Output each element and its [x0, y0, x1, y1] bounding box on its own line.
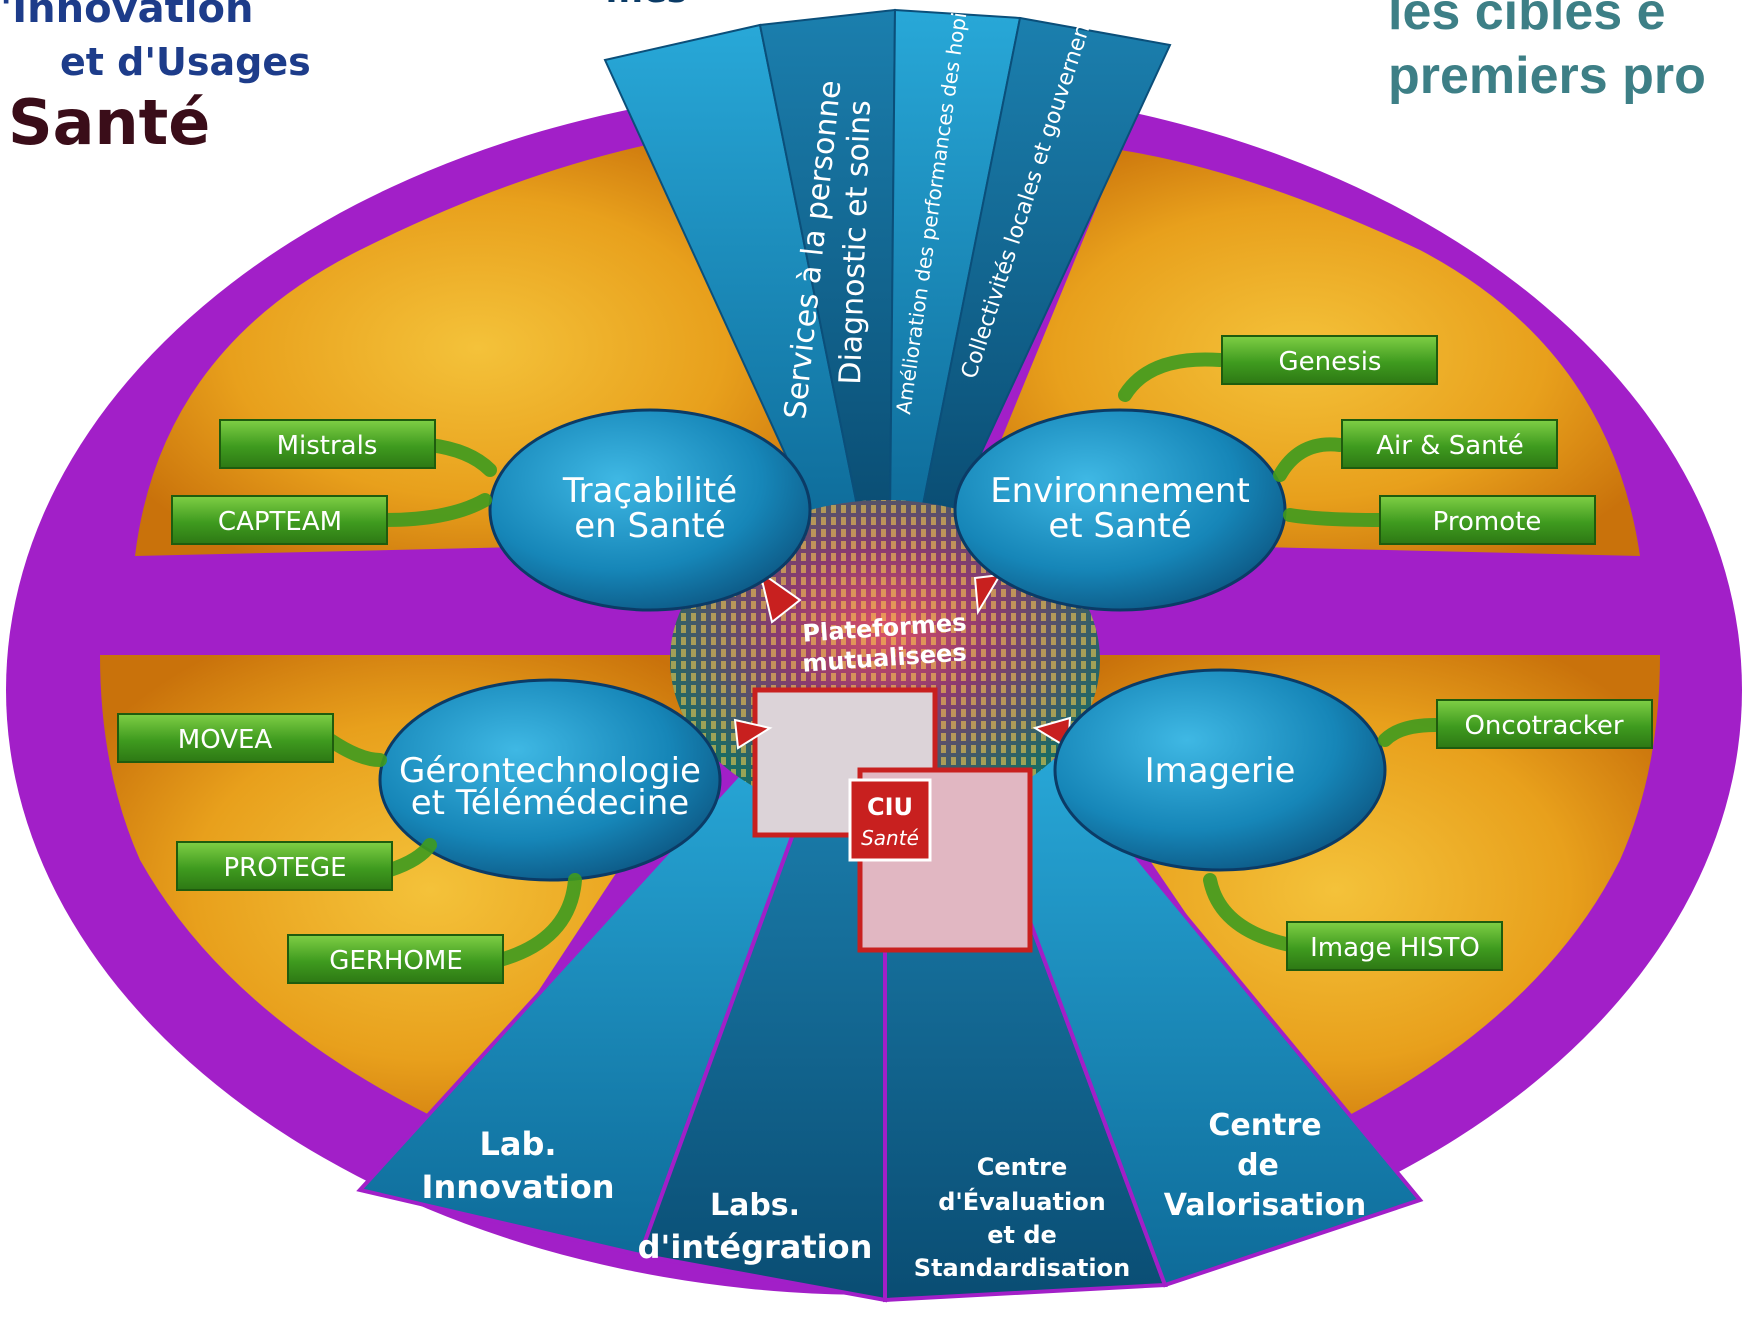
logo-line-3: Santé	[8, 86, 211, 159]
lab-label: d'Évaluation	[938, 1187, 1106, 1216]
lab-label: Valorisation	[1164, 1188, 1367, 1223]
project-box-genesis	[1221, 335, 1438, 385]
lab-label: Standardisation	[914, 1254, 1130, 1282]
project-box-mistrals	[219, 419, 436, 469]
project-label: MOVEA	[178, 725, 273, 755]
connectors	[323, 352, 1442, 967]
logo-line-1: 'Innovation	[0, 0, 254, 32]
lab-label: Labs.	[710, 1188, 800, 1223]
connector	[1273, 437, 1347, 482]
hub-label: Imagerie	[1145, 751, 1296, 791]
logo: 'Innovation et d'Usages Santé	[0, 0, 311, 170]
project-label: Image HISTO	[1310, 933, 1480, 963]
connector	[423, 438, 497, 477]
project-label: Genesis	[1279, 347, 1382, 377]
connector	[493, 873, 582, 967]
lab-label: Centre	[1208, 1108, 1321, 1143]
hub-label: en Santé	[574, 506, 726, 546]
ciu-badge	[848, 778, 932, 862]
connector	[378, 493, 492, 527]
project-box-movea	[117, 713, 334, 763]
headline-line-1: les cibles e	[1388, 0, 1666, 41]
project-label: Mistrals	[277, 431, 378, 461]
project-box-gerhome	[287, 934, 504, 984]
lab-label: et de	[987, 1221, 1057, 1249]
ciu-badge-text: CIU	[867, 793, 913, 821]
project-box-oncotracker	[1436, 699, 1653, 749]
project-box-image-histo	[1286, 921, 1503, 971]
connector	[383, 838, 437, 877]
lab-label: d'intégration	[638, 1228, 873, 1266]
hub-label: Environnement	[990, 471, 1250, 511]
arrow-icon	[733, 718, 773, 750]
connector	[1118, 352, 1227, 402]
hub-label: et Télémédecine	[411, 783, 689, 823]
hub-geronto	[378, 678, 722, 882]
project-label: GERHOME	[329, 946, 463, 976]
hubs: Traçabilité en Santé Environnement et Sa…	[378, 408, 1387, 882]
hub-environnement	[953, 408, 1287, 612]
page-headline: les cibles e premiers pro	[1388, 0, 1748, 108]
project-boxes: Mistrals CAPTEAM Genesis Air & Santé Pro…	[117, 335, 1653, 984]
arrow-icon	[973, 573, 1002, 616]
connector	[1283, 508, 1387, 527]
project-box-promote	[1379, 495, 1596, 545]
connector	[323, 733, 387, 767]
logo-line-2: et d'Usages	[60, 40, 311, 84]
hub-imagerie	[1053, 668, 1387, 872]
project-label: CAPTEAM	[218, 507, 342, 537]
project-box-capteam	[171, 495, 388, 545]
project-box-air-sante	[1341, 419, 1558, 469]
project-label: Promote	[1433, 507, 1542, 537]
lab-label: Centre	[977, 1153, 1068, 1181]
project-label: Air & Santé	[1376, 431, 1524, 461]
sector-blades	[603, 8, 1172, 532]
headline-line-2: premiers pro	[1388, 47, 1706, 105]
lab-label: Innovation	[422, 1168, 615, 1206]
connector	[1378, 718, 1442, 747]
connector	[1203, 873, 1297, 952]
lab-label: Lab.	[479, 1125, 556, 1163]
top-title: ...es	[605, 0, 687, 11]
hub-label: et Santé	[1048, 506, 1191, 546]
lab-label: de	[1237, 1148, 1279, 1183]
project-box-protege	[176, 841, 393, 891]
hub-label: Traçabilité	[562, 471, 737, 511]
arrow-icon	[758, 569, 802, 624]
hub-label: Gérontechnologie	[399, 751, 701, 791]
hub-tracabilite	[488, 408, 812, 612]
project-label: Oncotracker	[1464, 711, 1623, 741]
ciu-badge-text: Santé	[861, 826, 919, 850]
project-label: PROTEGE	[223, 853, 346, 883]
